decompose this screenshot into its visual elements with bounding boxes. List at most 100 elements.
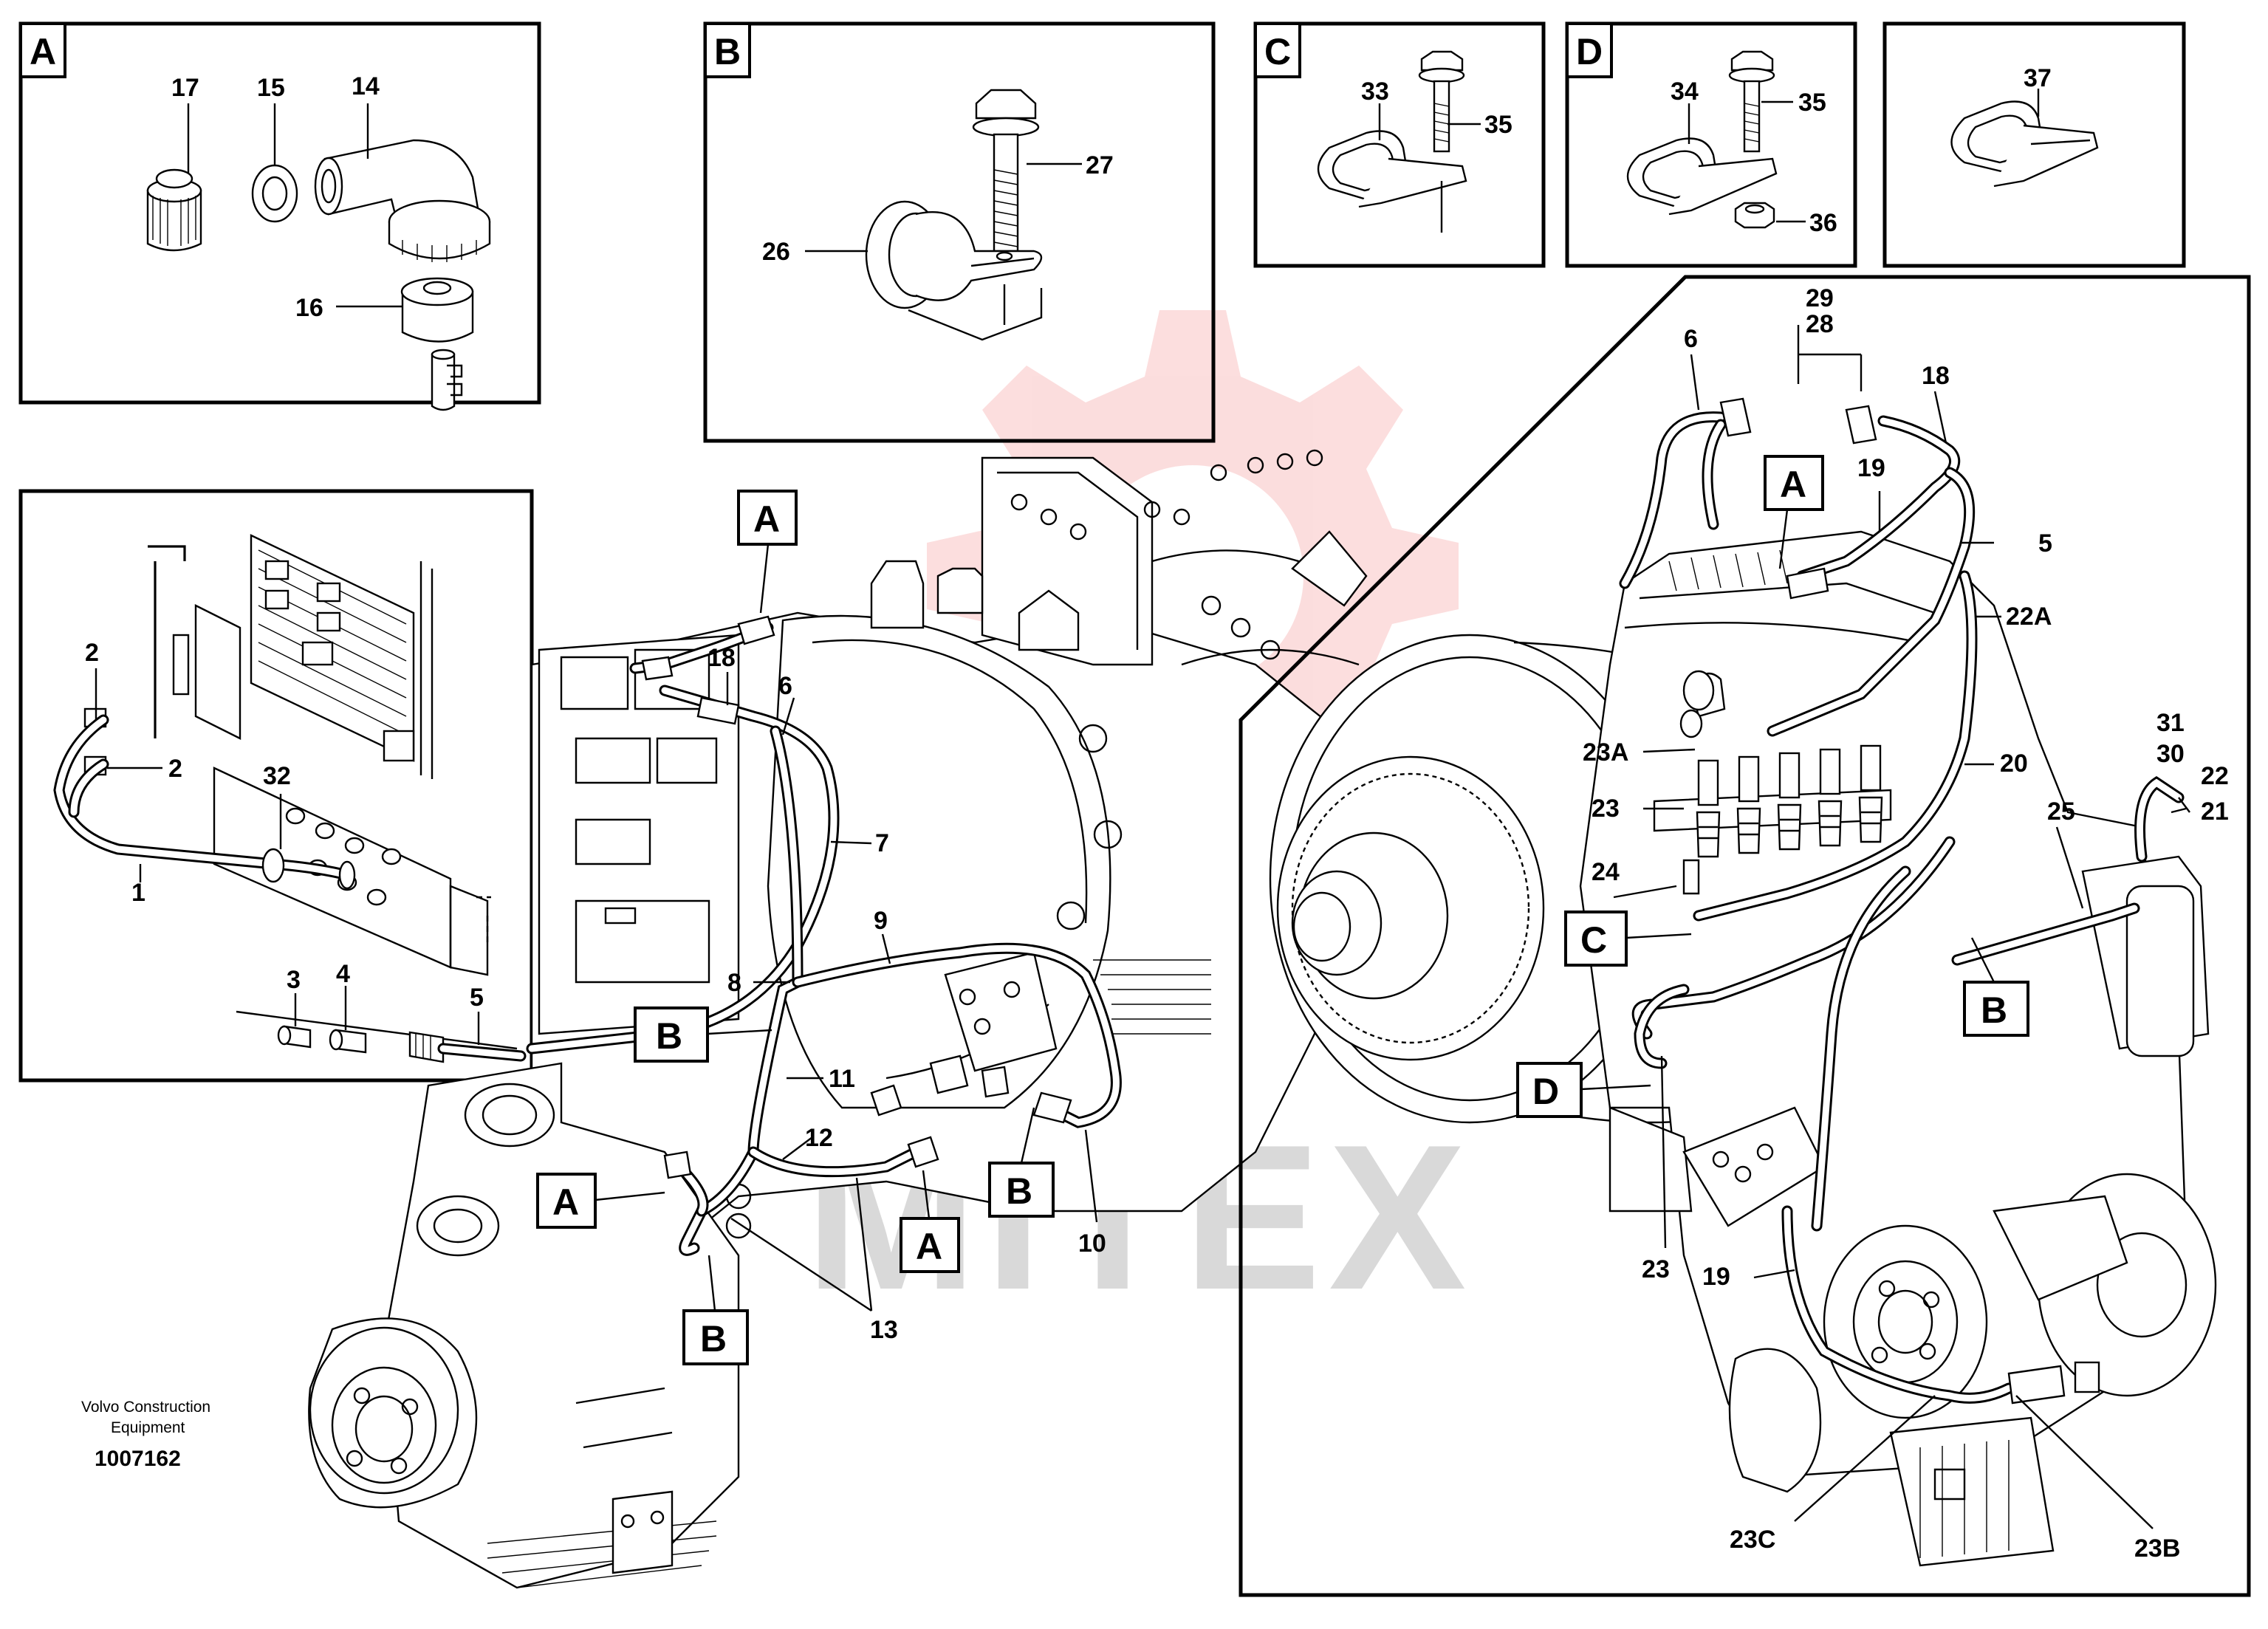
hose-routing-left (526, 615, 1122, 1256)
detail-tag-b-label: B (714, 31, 741, 72)
svg-text:A: A (753, 498, 780, 540)
callout-label: 4 (336, 960, 350, 988)
view-tag-a: A (536, 1173, 665, 1229)
callout-label: 22 (2201, 762, 2229, 790)
control-valve-drawing (929, 951, 1058, 1098)
svg-text:B: B (656, 1015, 682, 1057)
svg-text:C: C (1580, 919, 1607, 961)
hose-routing-right (1619, 397, 2185, 1405)
callout-label: 33 (1361, 78, 1389, 106)
callout-label: 18 (708, 644, 736, 672)
detail-tag-c (1254, 22, 1301, 78)
right-gearbox-drawing (1728, 1173, 2217, 1567)
callout-label: 23 (1592, 795, 1620, 823)
callout-label: 6 (1684, 325, 1698, 353)
solenoid-valve (1858, 744, 1883, 843)
callout-label: 18 (1922, 362, 1950, 390)
svg-text:A: A (1780, 464, 1806, 505)
clip-drawing (431, 349, 463, 411)
hose-clamp-drawing (865, 200, 1043, 341)
callout-label: 34 (1671, 78, 1699, 106)
view-tag-d: D (1516, 1062, 1651, 1118)
callout-label: 2 (168, 755, 182, 783)
manufacturer-note-line: Equipment (111, 1419, 185, 1436)
callout-label: 7 (875, 829, 889, 857)
svg-text:B: B (1981, 990, 2007, 1031)
callout-label: 3 (287, 966, 301, 994)
callout-label: 10 (1078, 1230, 1106, 1258)
callout-label: 37 (2024, 64, 2052, 92)
callout-label: 24 (1592, 858, 1620, 886)
callout-label: 13 (870, 1316, 898, 1344)
transmission-left-view: A B A B A B (308, 449, 1368, 1589)
harness-cable-drawing (53, 714, 356, 890)
callout-label: 12 (805, 1124, 833, 1152)
clamp-with-bolt-drawing (1317, 50, 1467, 233)
callout-label: 35 (1798, 89, 1826, 117)
callout-label: 21 (2201, 798, 2229, 826)
control-unit-drawing (83, 534, 491, 976)
callout-label: 31 (2156, 709, 2185, 737)
callout-label: 5 (470, 984, 484, 1012)
detail-box-a: A (18, 21, 541, 411)
manufacturer-note-line: Volvo Construction (81, 1399, 210, 1416)
callout-label: 35 (1484, 111, 1512, 139)
clamp-bolt-nut-drawing (1626, 50, 1778, 229)
callout-label: 6 (778, 672, 792, 700)
callout-label: 8 (727, 969, 741, 997)
callout-label: 32 (263, 762, 291, 790)
svg-text:A: A (552, 1182, 579, 1223)
callout-label: 15 (257, 74, 285, 102)
solenoid-valve (1777, 752, 1802, 851)
svg-text:B: B (1006, 1170, 1032, 1212)
view-tag-b: B (1963, 937, 2029, 1037)
sealing-ring-drawing (251, 164, 298, 223)
callout-label: 36 (1809, 209, 1837, 237)
callout-label: 23 (1642, 1255, 1670, 1283)
callout-label: 23B (2134, 1534, 2180, 1563)
elbow-fitting-drawing (314, 139, 491, 262)
view-tag-b: B (988, 1107, 1055, 1218)
detail-box-c: C 33 35 (1253, 21, 1546, 268)
solenoid-valve (1818, 748, 1843, 847)
callout-label: 14 (352, 72, 380, 100)
callout-label: 19 (1702, 1263, 1730, 1291)
view-tag-b: B (682, 1255, 749, 1365)
detail-box-b: B 27 26 (703, 21, 1216, 443)
callout-label: 2 (85, 639, 99, 667)
callout-label: 9 (874, 907, 888, 935)
svg-text:A: A (916, 1226, 942, 1267)
detail-tag-a (19, 22, 66, 78)
solenoid-valves-drawing (1653, 744, 1892, 895)
detail-box-d: D 34 35 36 (1565, 21, 1857, 268)
detail-tag-c-label: C (1264, 31, 1291, 72)
figure-id: 1007162 (95, 1447, 181, 1471)
callout-label: 23C (1730, 1526, 1775, 1554)
connector-parts-drawing (236, 1010, 527, 1063)
detail-tag-a-label: A (30, 31, 56, 72)
callout-label: 20 (2000, 750, 2028, 778)
bolt-drawing (972, 89, 1040, 253)
detail-tag-b (704, 22, 751, 78)
callout-label: 22A (2006, 603, 2052, 631)
callout-label: 1 (131, 879, 145, 907)
callout-label: 5 (2038, 529, 2052, 558)
view-tag-a: A (737, 490, 798, 614)
view-tag-a: A (900, 1170, 960, 1273)
detail-box-37: 37 (1882, 21, 2186, 268)
callout-label: 17 (171, 74, 199, 102)
callout-label: 27 (1086, 151, 1114, 179)
svg-text:B: B (700, 1318, 727, 1359)
control-unit-detail: 2 2 32 1 3 4 5 (18, 489, 534, 1083)
callout-label: 29 (1806, 284, 1834, 312)
view-tag-c: C (1564, 910, 1692, 967)
callout-label: 26 (762, 238, 790, 266)
callout-label: 19 (1857, 454, 1885, 482)
callout-label: 11 (829, 1065, 855, 1093)
solenoid-valve (1696, 759, 1721, 858)
enlarged-view-panel: A C B D (1239, 275, 2251, 1597)
detail-tag-d-label: D (1576, 31, 1603, 72)
fitting-nut-drawing (146, 168, 202, 252)
solenoid-valve (1736, 755, 1761, 854)
